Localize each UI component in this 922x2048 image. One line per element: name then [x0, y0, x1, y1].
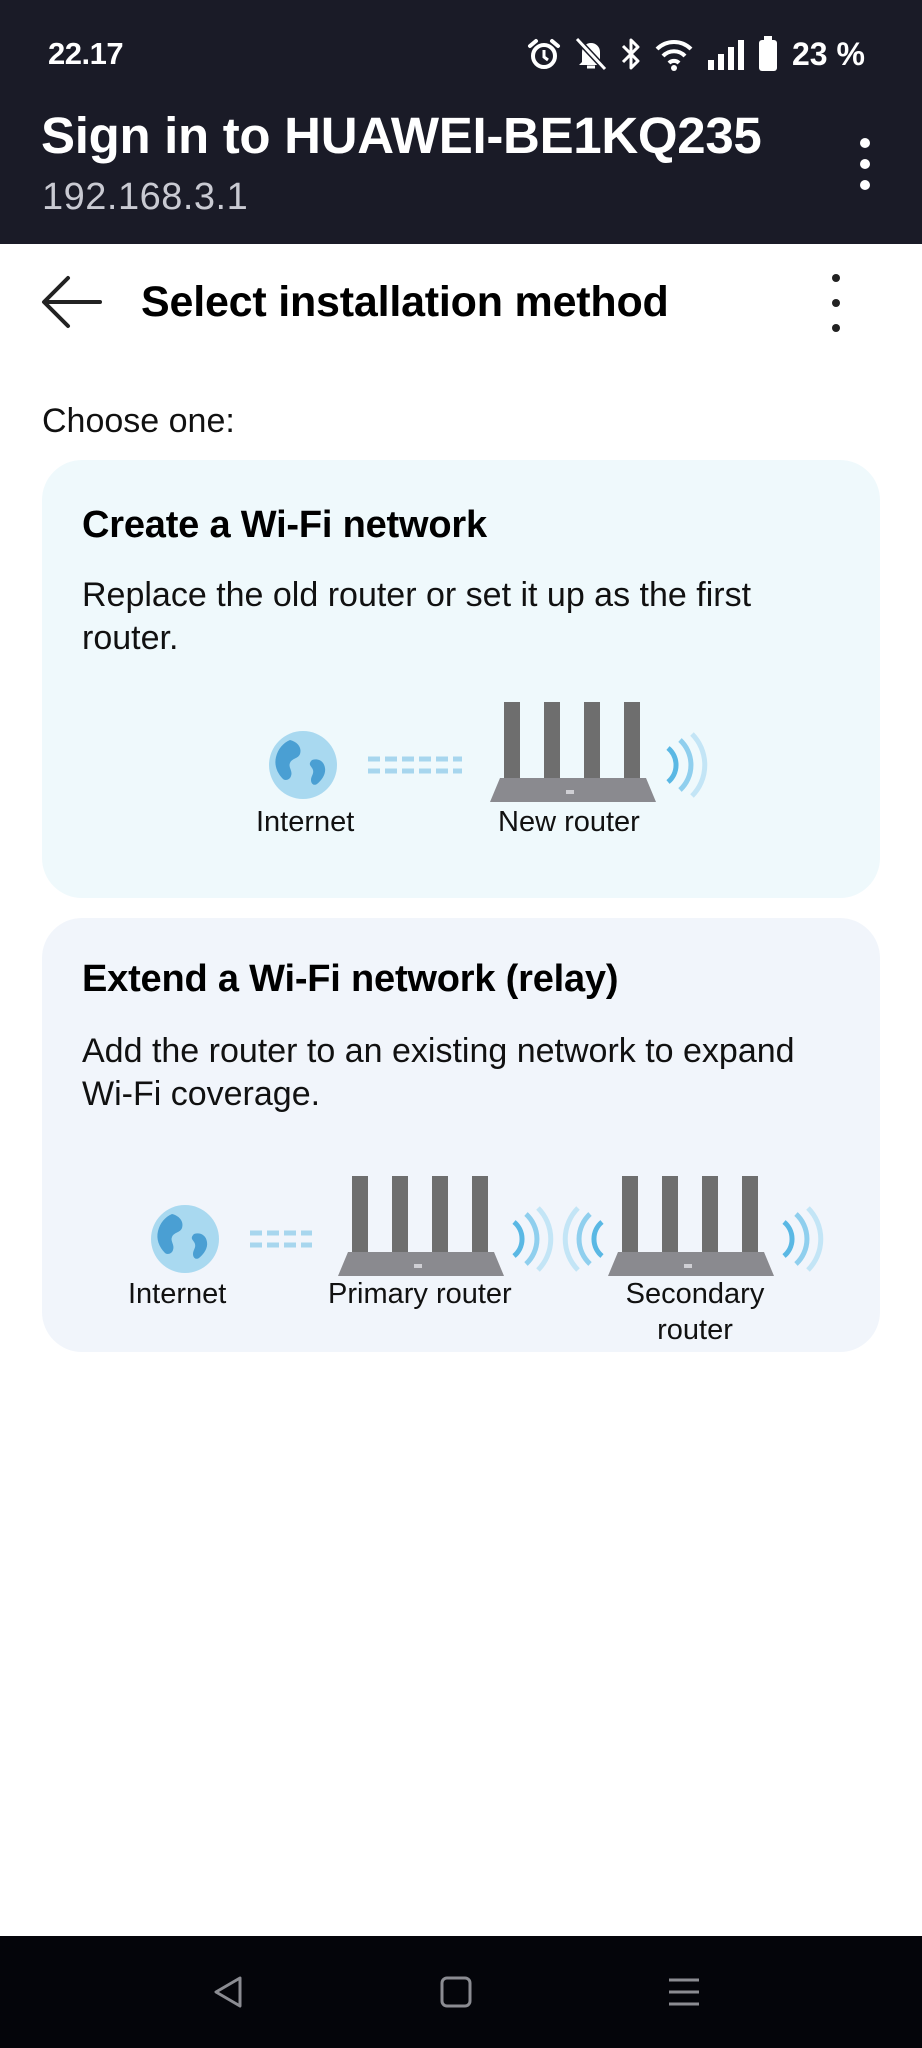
option-create-wifi-network[interactable]: Create a Wi-Fi network Replace the old r…: [42, 460, 880, 898]
battery-percentage: 23 %: [792, 35, 865, 72]
label-secondary-router-line1: Secondary: [625, 1278, 765, 1310]
option-title: Extend a Wi-Fi network (relay): [82, 958, 619, 1000]
home-square-icon: [440, 1976, 472, 2008]
arrow-left-icon: [42, 276, 102, 328]
label-new-router: New router: [498, 806, 640, 838]
alarm-icon: [526, 36, 562, 72]
router-icon: [490, 702, 656, 802]
wifi-waves-icon: [782, 1206, 824, 1272]
label-internet: Internet: [256, 806, 355, 838]
globe-icon: [269, 731, 337, 799]
wifi-waves-icon: [512, 1206, 554, 1272]
status-time: 22.17: [48, 36, 124, 71]
label-primary-router: Primary router: [328, 1278, 512, 1310]
more-options-button[interactable]: [824, 274, 848, 332]
wifi-icon: [654, 37, 694, 71]
nav-back-button[interactable]: [202, 1966, 254, 2018]
nav-recents-button[interactable]: [658, 1966, 710, 2018]
nav-home-button[interactable]: [430, 1966, 482, 2018]
dashed-connection-icon: [368, 756, 462, 774]
portal-title: Sign in to HUAWEI-BE1KQ235: [41, 107, 762, 164]
back-triangle-icon: [214, 1976, 242, 2008]
wifi-waves-incoming-icon: [562, 1206, 604, 1272]
option-description: Add the router to an existing network to…: [82, 1032, 795, 1113]
page-title: Select installation method: [141, 278, 669, 326]
system-navigation-bar: [0, 1936, 922, 2048]
label-internet: Internet: [128, 1278, 227, 1310]
bluetooth-icon: [620, 36, 642, 72]
status-icons: 23 %: [526, 32, 865, 76]
option-description: Replace the old router or set it up as t…: [82, 576, 752, 657]
wifi-waves-icon: [666, 732, 708, 798]
primary-router-icon: [338, 1176, 504, 1276]
globe-icon: [151, 1205, 219, 1273]
battery-icon: [758, 36, 778, 72]
option-title: Create a Wi-Fi network: [82, 504, 487, 546]
dashed-connection-icon: [250, 1230, 312, 1248]
choose-prompt: Choose one:: [42, 402, 235, 440]
bell-off-icon: [574, 36, 608, 72]
secondary-router-icon: [608, 1176, 774, 1276]
back-button[interactable]: [40, 274, 104, 330]
portal-more-icon[interactable]: [852, 138, 878, 190]
signal-icon: [706, 38, 746, 70]
recents-lines-icon: [669, 1978, 699, 2006]
option-extend-wifi-network[interactable]: Extend a Wi-Fi network (relay) Add the r…: [42, 918, 880, 1352]
label-secondary-router-line2: router: [657, 1314, 733, 1346]
captive-portal-header: 22.17 23 % Sign in to HUAWEI-BE1KQ235 19…: [0, 0, 922, 244]
portal-url: 192.168.3.1: [42, 176, 249, 218]
